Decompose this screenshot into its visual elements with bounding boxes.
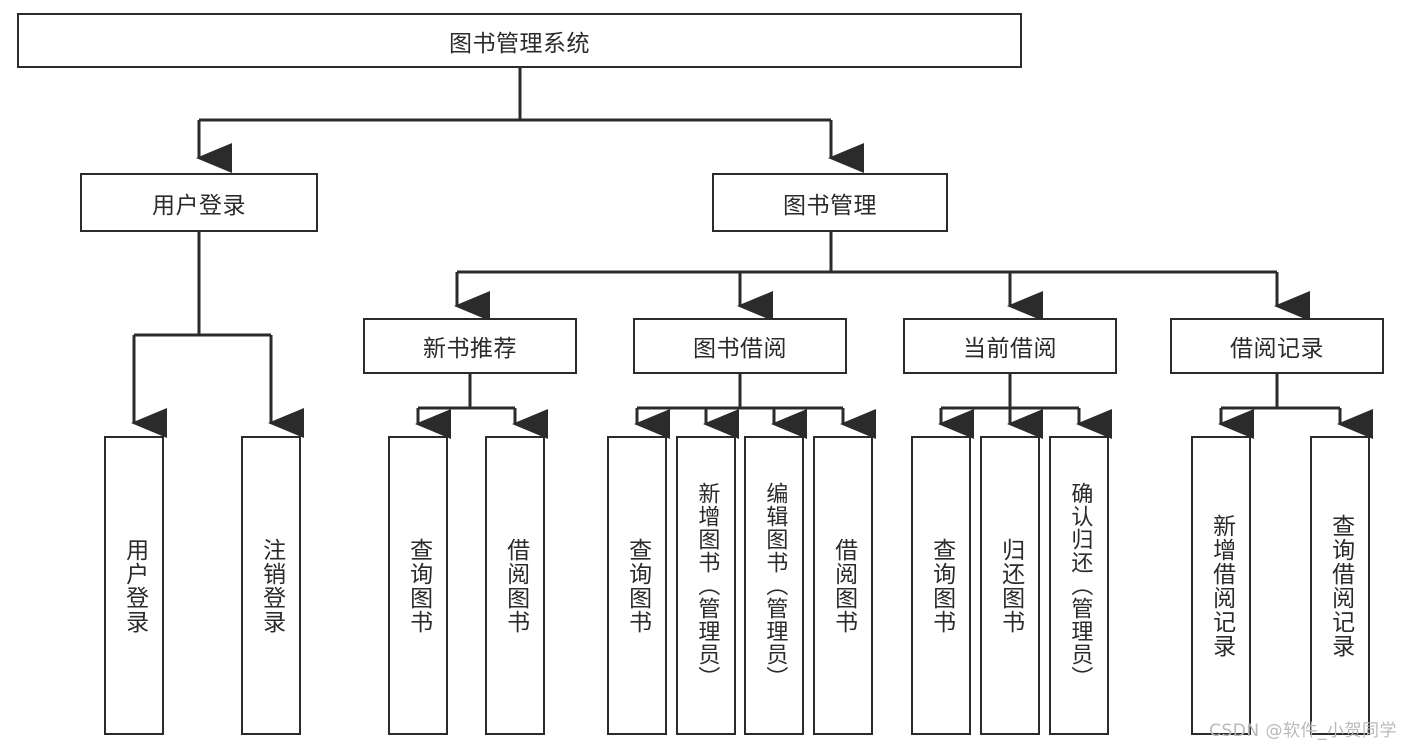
leaf-query-book-current-label: 查询图书 [928,537,955,634]
node-user-login[interactable]: 用户登录 [80,173,318,232]
leaf-query-borrow-record-label: 查询借阅记录 [1327,513,1354,658]
leaf-add-book-admin[interactable]: 新增图书（管理员） [676,436,736,735]
node-borrow-record[interactable]: 借阅记录 [1170,318,1384,374]
node-root[interactable]: 图书管理系统 [17,13,1022,68]
leaf-user-login[interactable]: 用户登录 [104,436,164,735]
node-new-book-recommend-label: 新书推荐 [423,336,517,362]
leaf-query-book-recommend-label: 查询图书 [405,537,432,634]
leaf-query-book-borrow-label: 查询图书 [624,537,651,634]
node-root-label: 图书管理系统 [449,30,590,57]
leaf-confirm-return-admin[interactable]: 确认归还（管理员） [1049,436,1109,735]
leaf-edit-book-admin[interactable]: 编辑图书（管理员） [744,436,804,735]
leaf-borrow-book[interactable]: 借阅图书 [813,436,873,735]
node-book-management[interactable]: 图书管理 [712,173,948,232]
node-borrow-record-label: 借阅记录 [1230,336,1324,362]
node-book-management-label: 图书管理 [783,192,877,219]
leaf-confirm-return-admin-label: 确认归还（管理员） [1067,482,1093,689]
leaf-query-borrow-record[interactable]: 查询借阅记录 [1310,436,1370,735]
leaf-return-book-label: 归还图书 [997,537,1024,634]
leaf-logout-label: 注销登录 [258,537,285,634]
leaf-return-book[interactable]: 归还图书 [980,436,1040,735]
leaf-query-book-current[interactable]: 查询图书 [911,436,971,735]
leaf-query-book-recommend[interactable]: 查询图书 [388,436,448,735]
node-user-login-label: 用户登录 [152,192,246,219]
leaf-borrow-book-recommend-label: 借阅图书 [502,537,529,634]
leaf-user-login-label: 用户登录 [121,537,148,634]
node-new-book-recommend[interactable]: 新书推荐 [363,318,577,374]
leaf-add-book-admin-label: 新增图书（管理员） [694,482,720,689]
leaf-borrow-book-recommend[interactable]: 借阅图书 [485,436,545,735]
node-book-borrow[interactable]: 图书借阅 [633,318,847,374]
watermark: CSDN @软件_小贺同学 [1209,721,1397,741]
leaf-edit-book-admin-label: 编辑图书（管理员） [762,482,788,689]
leaf-add-borrow-record-label: 新增借阅记录 [1208,513,1235,658]
leaf-borrow-book-label: 借阅图书 [830,537,857,634]
leaf-add-borrow-record[interactable]: 新增借阅记录 [1191,436,1251,735]
leaf-logout[interactable]: 注销登录 [241,436,301,735]
node-book-borrow-label: 图书借阅 [693,336,787,362]
leaf-query-book-borrow[interactable]: 查询图书 [607,436,667,735]
node-current-borrow[interactable]: 当前借阅 [903,318,1117,374]
node-current-borrow-label: 当前借阅 [963,336,1057,362]
